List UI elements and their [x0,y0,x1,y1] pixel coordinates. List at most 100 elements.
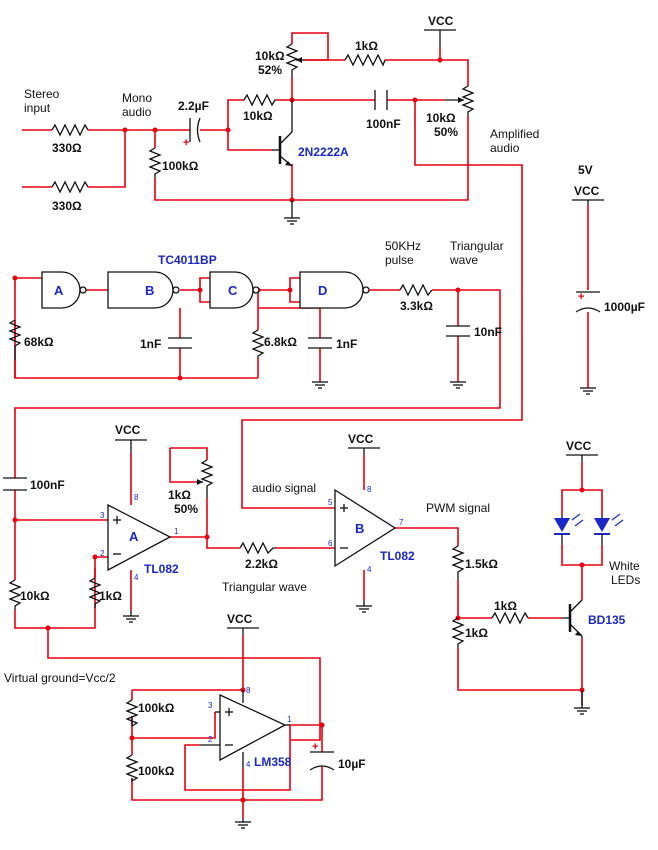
r1k-base-value: 1kΩ [494,599,517,613]
q2-part-label: BD135 [588,613,626,627]
pot-out-pct: 50% [434,125,458,139]
pin-label: 5 [328,498,333,507]
chip-label: TC4011BP [158,253,217,267]
cap-100n-value: 100nF [366,117,401,131]
lm358-label: LM358 [254,755,292,769]
labels: Stereo input Mono audio 330Ω 330Ω 100kΩ … [4,14,645,778]
opamp-a-label: A [129,529,139,544]
nand-gate-d [299,271,370,309]
r1k5-value: 1.5kΩ [465,557,498,571]
r3k3-value: 3.3kΩ [400,299,433,313]
vcc-symbol-comp-a [115,439,147,453]
amplified-label: Amplified [490,127,539,141]
pin-label: 4 [134,573,139,582]
capacitor-100n-comp [3,477,27,491]
resistor-1k-div [88,577,102,608]
opamp-lm358 [200,690,290,768]
pulse-label-2: pulse [385,253,414,267]
r1k-pull-value: 1kΩ [465,626,488,640]
vcc-b-label: VCC [348,432,374,446]
resistor-330-top [51,123,89,137]
pin-label: 1 [174,527,179,536]
audio-signal-label: audio signal [252,481,316,495]
resistor-1k-top [344,53,386,67]
pot-out-value: 10kΩ [426,111,456,125]
resistor-10k-div [8,579,22,610]
vcc-symbol-comp-b [348,447,380,455]
polarity-mark: + [312,741,318,753]
r10k-div-value: 10kΩ [20,589,50,603]
capacitor-2u2 [189,117,201,143]
ground-symbol [449,381,467,389]
resistor-1k-base [491,611,529,625]
transistor-bd135 [562,599,583,638]
pot-1k-pct: 50% [174,502,198,516]
leds-label-2: LEDs [611,573,640,587]
triangular-wave-label: Triangular wave [222,580,307,594]
nand-gate-a [41,271,87,309]
capacitor-10u [309,751,335,771]
potentiometer-10k-out [445,85,475,116]
pulse-label: 50KHz [385,239,421,253]
resistor-100k-input [148,147,162,178]
r6k8-value: 6.8kΩ [264,335,297,349]
resistor-100k-upper [125,699,139,728]
pwm-label: PWM signal [426,501,490,515]
vcc-symbol-led [566,454,598,462]
c1n-a-value: 1nF [140,337,161,351]
pin-label: 8 [246,686,251,695]
opamp-b [334,488,397,568]
cap-100n-comp-value: 100nF [30,478,65,492]
r1k-top-value: 1kΩ [355,39,378,53]
pot-1k-value: 1kΩ [168,488,191,502]
capacitor-100n-out [374,90,388,110]
mono-label-2: audio [122,105,152,119]
virtual-ground-label: Virtual ground=Vcc/2 [4,671,116,685]
ground-symbol [573,707,591,715]
resistor-1k5 [451,545,465,580]
opamp-b-label: B [355,521,364,536]
vcc-vground-label: VCC [227,612,253,626]
ground-symbol [579,387,597,395]
r2k2-value: 2.2kΩ [245,557,278,571]
capacitor-1000u [575,291,601,313]
stereo-label: Stereo [24,87,60,101]
pin-label: 2 [208,735,213,744]
q1-part-label: 2N2222A [298,145,349,159]
polarity-mark: + [578,291,584,303]
pin-label: 4 [367,565,372,574]
r330-bottom-value: 330Ω [52,199,82,213]
pin-label: 3 [208,701,213,710]
pot-top-value: 10kΩ [255,49,285,63]
gate-d-label: D [318,283,327,298]
c1n-b-value: 1nF [336,337,357,351]
pin-label: 2 [100,549,105,558]
mono-label: Mono [122,91,152,105]
ground-symbol [311,381,329,389]
white-led-1 [554,513,584,545]
vcc-symbol-vground [227,627,259,635]
potentiometer-1k-comp [196,459,214,498]
gate-c-label: C [228,283,238,298]
triangular-label: Triangular [450,239,504,253]
stereo-label-2: input [24,101,51,115]
resistor-10k-bias [243,93,276,107]
supply-voltage: 5V [578,163,593,177]
polarity-mark: + [183,137,189,149]
transistor-2n2222a [272,100,293,167]
resistor-100k-lower [125,754,139,783]
opamp-a-part: TL082 [144,562,179,576]
ground-symbol [234,821,252,829]
supply-vcc-symbol [572,199,604,205]
resistor-1k-pull [451,617,465,648]
potentiometer-10k-top [285,43,305,78]
c10n-value: 10nF [474,325,502,339]
pin-label: 6 [328,539,333,548]
capacitor-1n-b [308,337,332,349]
cap-10u-value: 10µF [338,757,366,771]
gate-a-label: A [54,283,64,298]
capacitor-1n-a [168,337,192,349]
ground-symbol [122,615,140,623]
resistor-3k3 [399,283,433,297]
